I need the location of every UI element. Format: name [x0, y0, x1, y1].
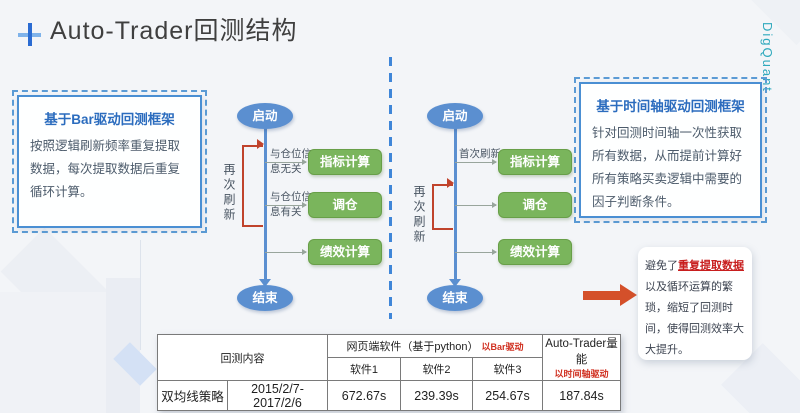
table-header-row-2: 软件1 软件2 软件3: [158, 357, 621, 381]
left-refresh-loop: [242, 145, 263, 227]
right-main-flow-line: [453, 125, 457, 283]
right-start-node: 启动: [427, 103, 483, 129]
left-branch2-connector: [265, 205, 306, 206]
right-branch3-connector: [455, 252, 496, 253]
timeline-driven-panel-inner: 基于时间轴驱动回测框架 针对回测时间轴一次性获取所有数据，从而提前计算好所有策略…: [579, 82, 762, 218]
left-start-node: 启动: [237, 103, 293, 129]
benefit-note-rest: 以及循环运算的繁琐，缩短了回测时间，使得回测效率大大提升。: [645, 281, 744, 356]
left-branch2-label: 与仓位信息有关: [270, 191, 312, 218]
decor-crane-cable: [140, 240, 141, 350]
right-branch1-connector: [455, 162, 496, 163]
left-branch1-connector: [265, 162, 306, 163]
left-branch2-arrow-icon: [302, 202, 307, 208]
left-branch1-arrow-icon: [302, 159, 307, 165]
timeline-driven-panel-title: 基于时间轴驱动回测框架: [596, 99, 745, 114]
header-web-software-tag: 以Bar驱动: [481, 342, 524, 352]
header-backtest-content: 回测内容: [157, 334, 328, 381]
left-node-performance-calc: 绩效计算: [308, 239, 382, 265]
bar-driven-panel-body: 按照逻辑刷新频率重复提取数据，每次提取数据后重复循环计算。: [30, 139, 181, 200]
right-branch2-connector: [455, 205, 496, 206]
benefit-arrow-icon: [583, 291, 620, 300]
decor-building-front: [0, 292, 106, 413]
decor-building-side: [106, 278, 140, 413]
timeline-driven-panel-body: 针对回测时间轴一次性获取所有数据，从而提前计算好所有策略买卖逻辑中需要的因子判断…: [592, 126, 743, 210]
page-title: Auto-Trader回测结构: [50, 17, 298, 45]
left-branch3-connector: [265, 252, 306, 253]
right-branch3-arrow-icon: [492, 249, 497, 255]
bar-driven-panel-title: 基于Bar驱动回测框架: [44, 112, 175, 127]
right-branch1-label: 首次刷新: [459, 148, 501, 160]
header-web-software-label: 网页端软件（基于python）: [346, 341, 479, 353]
header-software-2: 软件2: [400, 357, 473, 381]
benefit-note-highlight: 重复提取数据: [678, 260, 744, 272]
right-flow-arrowhead-icon: [449, 279, 461, 287]
cell-software2-time: 239.39s: [400, 380, 473, 411]
benefit-note-prefix: 避免了: [645, 260, 678, 272]
left-flow-arrowhead-icon: [259, 279, 271, 287]
benefit-arrow-head-icon: [620, 284, 637, 306]
header-autotrader-tag: 以时间轴驱动: [554, 369, 609, 379]
left-node-rebalance: 调仓: [308, 192, 382, 218]
benefit-note: 避免了重复提取数据以及循环运算的繁琐，缩短了回测时间，使得回测效率大大提升。: [638, 247, 752, 360]
right-node-indicator-calc: 指标计算: [498, 149, 572, 175]
left-branch3-arrow-icon: [302, 249, 307, 255]
header-autotrader: Auto-Trader量能 以时间轴驱动: [542, 334, 621, 381]
header-autotrader-label: Auto-Trader量能: [545, 338, 618, 366]
cell-autotrader-time: 187.84s: [542, 380, 621, 411]
right-flowchart: 启动 首次刷新 指标计算 调仓 绩效计算 再次刷新 结束: [405, 95, 585, 325]
header-software-3: 软件3: [472, 357, 543, 381]
table-data-row: 双均线策略 2015/2/7-2017/2/6 672.67s 239.39s …: [157, 380, 621, 411]
cell-date-range: 2015/2/7-2017/2/6: [227, 380, 328, 411]
benchmark-table: 回测内容 网页端软件（基于python） 以Bar驱动 Auto-Trader量…: [157, 334, 621, 411]
left-end-node: 结束: [237, 285, 293, 311]
right-node-rebalance: 调仓: [498, 192, 572, 218]
header-web-software-group: 网页端软件（基于python） 以Bar驱动: [327, 334, 543, 358]
bar-driven-panel-inner: 基于Bar驱动回测框架 按照逻辑刷新频率重复提取数据，每次提取数据后重复循环计算…: [17, 95, 202, 228]
right-branch1-arrow-icon: [492, 159, 497, 165]
right-node-performance-calc: 绩效计算: [498, 239, 572, 265]
cell-software3-time: 254.67s: [472, 380, 543, 411]
timeline-driven-panel: 基于时间轴驱动回测框架 针对回测时间轴一次性获取所有数据，从而提前计算好所有策略…: [574, 77, 767, 223]
section-divider: [389, 57, 392, 319]
left-branch1-label: 与仓位信息无关: [270, 148, 312, 175]
right-end-node: 结束: [427, 285, 483, 311]
cell-strategy: 双均线策略: [157, 380, 228, 411]
bar-driven-panel: 基于Bar驱动回测框架 按照逻辑刷新频率重复提取数据，每次提取数据后重复循环计算…: [12, 90, 207, 233]
cell-software1-time: 672.67s: [327, 380, 401, 411]
right-refresh-loop: [432, 184, 453, 230]
left-refresh-loop-arrow-icon: [257, 139, 264, 149]
right-branch2-arrow-icon: [492, 202, 497, 208]
right-refresh-label: 再次刷新: [412, 185, 426, 245]
header-software-1: 软件1: [327, 357, 401, 381]
left-main-flow-line: [263, 125, 267, 283]
digquant-logo: DigQuant: [760, 22, 775, 93]
left-node-indicator-calc: 指标计算: [308, 149, 382, 175]
plus-icon: [18, 23, 42, 47]
left-flowchart: 启动 与仓位信息无关 指标计算 与仓位信息有关 调仓 绩效计算 再次刷新 结束: [215, 95, 395, 325]
left-refresh-label: 再次刷新: [222, 163, 236, 223]
right-refresh-loop-arrow-icon: [447, 178, 454, 188]
table-header-row-1: 回测内容 网页端软件（基于python） 以Bar驱动 Auto-Trader量…: [157, 334, 621, 381]
